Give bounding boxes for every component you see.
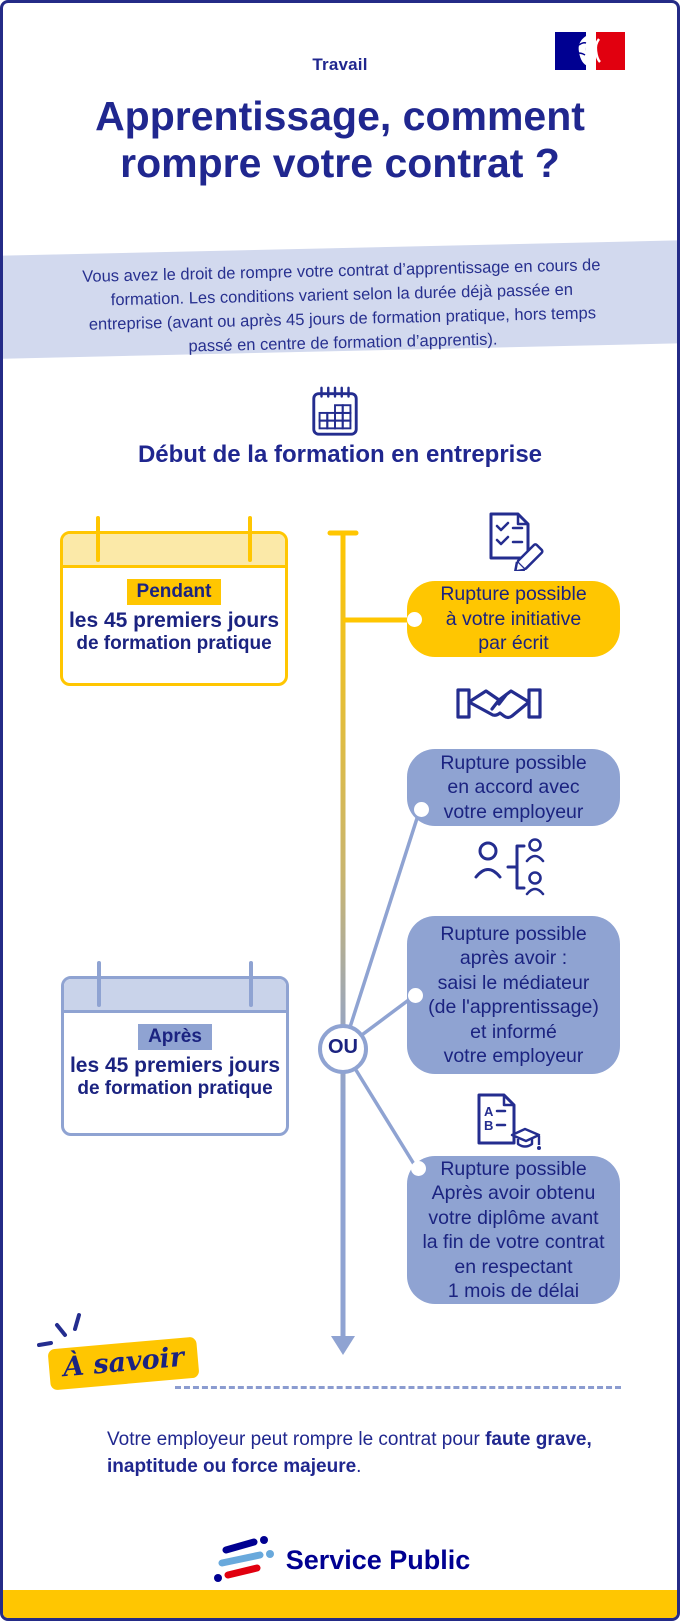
bubble-line: la fin de votre contrat (422, 1231, 605, 1253)
svg-text:A: A (484, 1104, 494, 1119)
bubble-line: 1 mois de délai (447, 1280, 580, 1302)
bubble-line: votre employeur (443, 800, 584, 823)
employer-note-normal: Votre employeur peut rompre le contrat p… (107, 1429, 486, 1450)
bubble-line: Rupture possible (440, 751, 587, 774)
bubble-line: en accord avec (447, 776, 580, 799)
page-title-line2: rompre votre contrat ? (120, 140, 560, 186)
connector-dot (407, 612, 422, 627)
bubble-line: Rupture possible (440, 583, 587, 606)
bubble-line: votre employeur (443, 1045, 584, 1067)
connector-dot (414, 802, 429, 817)
timeline-arrowhead (331, 1336, 355, 1355)
bubble-line: après avoir : (459, 947, 568, 969)
bubble-diplome: Rupture possible Après avoir obtenu votr… (407, 1156, 620, 1304)
bubble-line: à votre initiative (445, 607, 582, 630)
ministry-label: Travail (312, 55, 368, 74)
card-peg (248, 516, 252, 562)
bubble-initiative: Rupture possible à votre initiative par … (407, 581, 620, 657)
bubble-line: Après avoir obtenu (431, 1182, 596, 1204)
card-pendant: Pendant les 45 premiers jours de formati… (60, 516, 288, 686)
timeline-connectors (318, 530, 422, 1355)
diploma-icon: A B (477, 1093, 541, 1150)
bubble-line: par écrit (478, 632, 549, 655)
bubble-mediateur: Rupture possible après avoir : saisi le … (407, 916, 620, 1074)
bubble-line: Rupture possible (440, 922, 587, 945)
card-apres-tag: Après (138, 1024, 212, 1050)
mediator-people-icon (474, 838, 545, 896)
svg-text:B: B (484, 1118, 493, 1133)
employer-note: Votre employeur peut rompre le contrat p… (107, 1426, 612, 1480)
employer-note-end: . (356, 1456, 362, 1477)
service-public-logo: Service Public (3, 1533, 677, 1587)
card-pendant-line2: de formation pratique (76, 633, 272, 654)
bubble-line: et informé (470, 1020, 557, 1043)
page-title-line1: Apprentissage, comment (95, 93, 585, 139)
card-peg (249, 961, 253, 1007)
bubble-line: saisi le médiateur (437, 971, 590, 994)
section-heading: Début de la formation en entreprise (137, 441, 543, 468)
card-pendant-tag: Pendant (126, 579, 222, 605)
service-public-logo-text: Service Public (285, 1544, 471, 1575)
card-apres-line1: les 45 premiers jours (69, 1054, 281, 1077)
connector-dot (411, 1161, 426, 1176)
bottom-yellow-bar (3, 1590, 677, 1618)
handshake-icon (456, 688, 542, 720)
or-circle (318, 1024, 368, 1074)
page-title: Apprentissage, comment rompre votre cont… (3, 93, 677, 187)
employer-note-bold: faute grave, inaptitude ou force majeure (107, 1429, 592, 1477)
bubble-accord-employeur: Rupture possible en accord avec votre em… (407, 749, 620, 826)
bubble-line: en respectant (454, 1255, 573, 1278)
card-peg (97, 961, 101, 1007)
calendar-icon (312, 386, 358, 436)
dashed-separator (175, 1386, 621, 1389)
or-label: OU (328, 1036, 358, 1058)
sparkle-lines-icon (37, 1313, 81, 1347)
card-apres: Après les 45 premiers jours de formation… (61, 961, 289, 1136)
card-peg (96, 516, 100, 562)
card-pendant-line1: les 45 premiers jours (68, 609, 280, 632)
connector-dot (408, 988, 423, 1003)
bubble-line: Rupture possible (440, 1157, 587, 1180)
french-government-flag-icon (555, 32, 625, 70)
card-apres-line2: de formation pratique (77, 1078, 273, 1099)
bubble-line: (de l'apprentissage) (428, 996, 599, 1018)
bubble-line: votre diplôme avant (428, 1206, 599, 1229)
document-signature-icon (489, 512, 544, 571)
service-public-logo-icon (213, 1536, 274, 1582)
